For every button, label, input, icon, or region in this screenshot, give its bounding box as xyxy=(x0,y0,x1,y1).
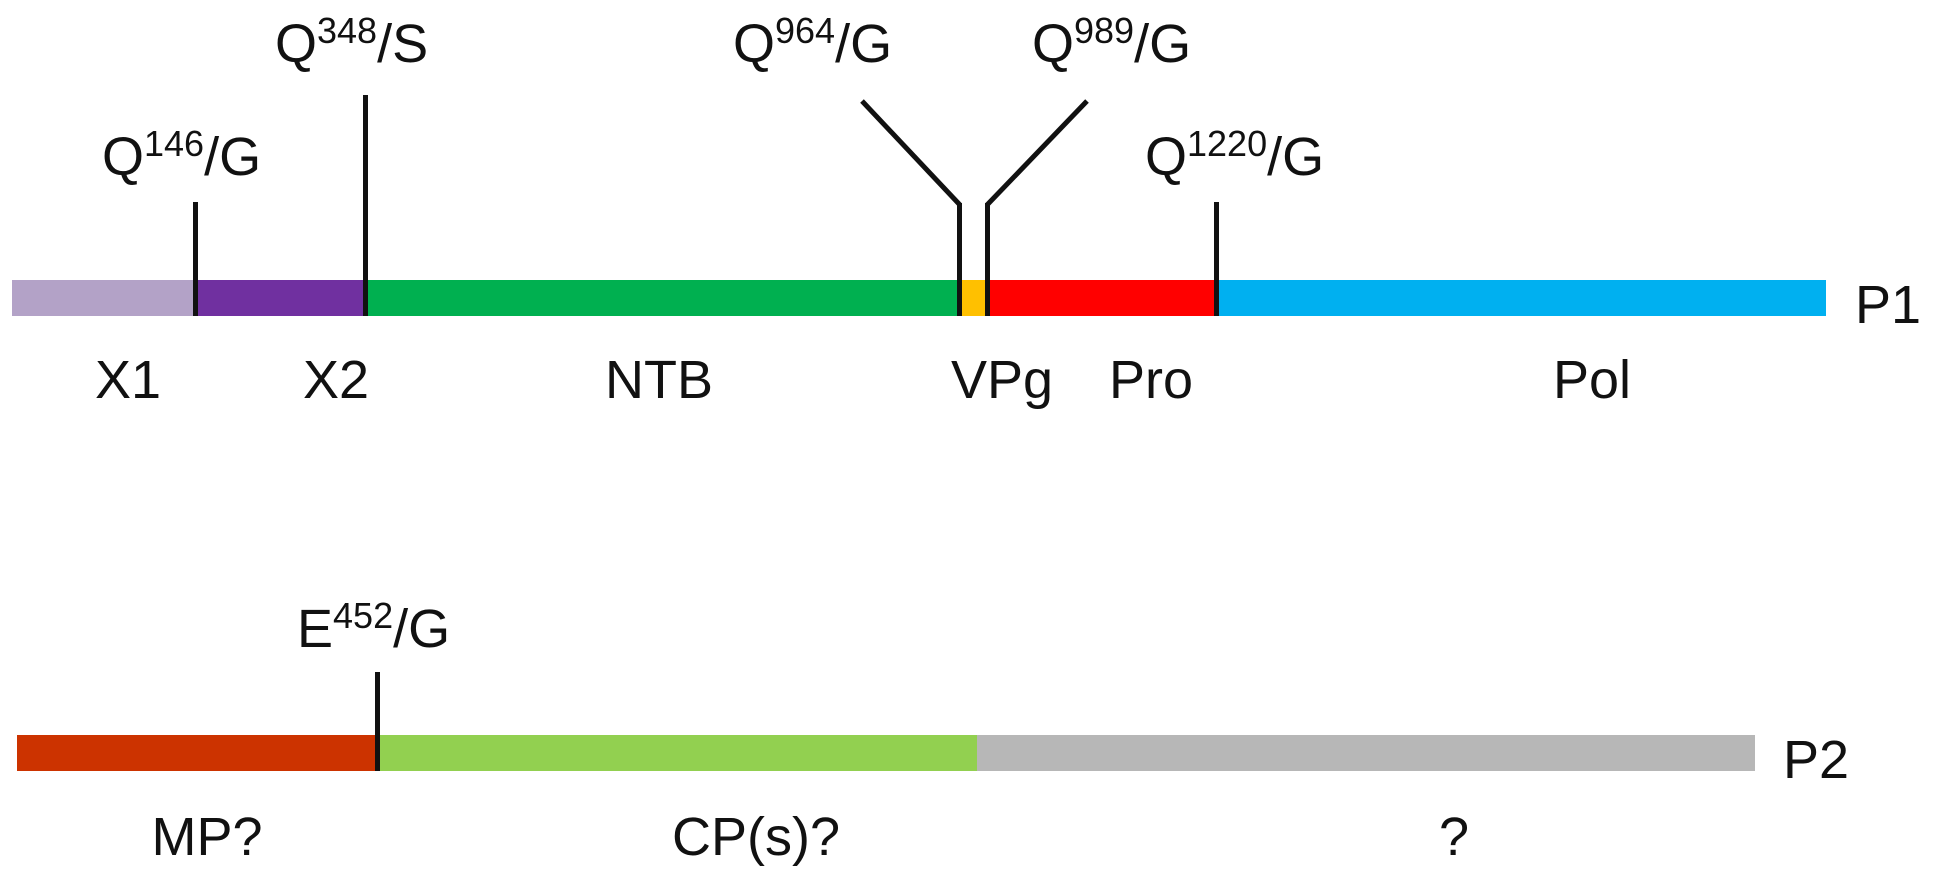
p1-cleavage-tick-q348 xyxy=(363,95,368,316)
p1-cleavage-tick-q964 xyxy=(957,203,962,316)
p2-cleavage-tick-e452 xyxy=(375,672,380,771)
p1-segment-label-x1: X1 xyxy=(94,350,162,410)
p2-segment-mp xyxy=(17,735,378,771)
p1-cleavage-label-q146: Q146/G xyxy=(102,123,262,187)
p1-connector-q989 xyxy=(985,99,1089,207)
p1-segment-pol xyxy=(1217,280,1826,316)
p1-connector-q964 xyxy=(860,99,962,207)
p1-segment-x2 xyxy=(198,280,366,316)
p1-segment-label-vpg: VPg xyxy=(950,350,1054,410)
p2-segment-cp xyxy=(378,735,977,771)
p1-cleavage-label-q989: Q989/G xyxy=(1032,10,1192,74)
p2-cleavage-label-e452: E452/G xyxy=(297,595,451,659)
p1-cleavage-tick-q989 xyxy=(985,203,990,316)
p2-polyprotein-label: P2 xyxy=(1783,730,1850,790)
p1-segment-label-pro: Pro xyxy=(1108,350,1194,410)
p1-cleavage-label-q964: Q964/G xyxy=(733,10,893,74)
p1-cleavage-tick-q146 xyxy=(193,202,198,316)
p1-polyprotein-label: P1 xyxy=(1855,275,1922,335)
p1-cleavage-label-q348: Q348/S xyxy=(275,10,429,74)
p2-segment-unknown xyxy=(977,735,1755,771)
p1-segment-label-pol: Pol xyxy=(1552,350,1632,410)
p1-segment-x1 xyxy=(12,280,198,316)
p1-segment-label-ntb: NTB xyxy=(605,350,713,410)
p1-segment-vpg xyxy=(960,280,988,316)
p1-cleavage-tick-q1220 xyxy=(1214,202,1219,316)
p1-cleavage-label-q1220: Q1220/G xyxy=(1145,123,1325,187)
p2-segment-label-mp: MP? xyxy=(151,807,263,867)
p2-segment-label-cp: CP(s)? xyxy=(671,807,841,867)
p1-segment-pro xyxy=(988,280,1217,316)
p1-segment-label-x2: X2 xyxy=(302,350,370,410)
p2-segment-label-unknown: ? xyxy=(1438,807,1470,867)
p1-segment-ntb xyxy=(366,280,960,316)
